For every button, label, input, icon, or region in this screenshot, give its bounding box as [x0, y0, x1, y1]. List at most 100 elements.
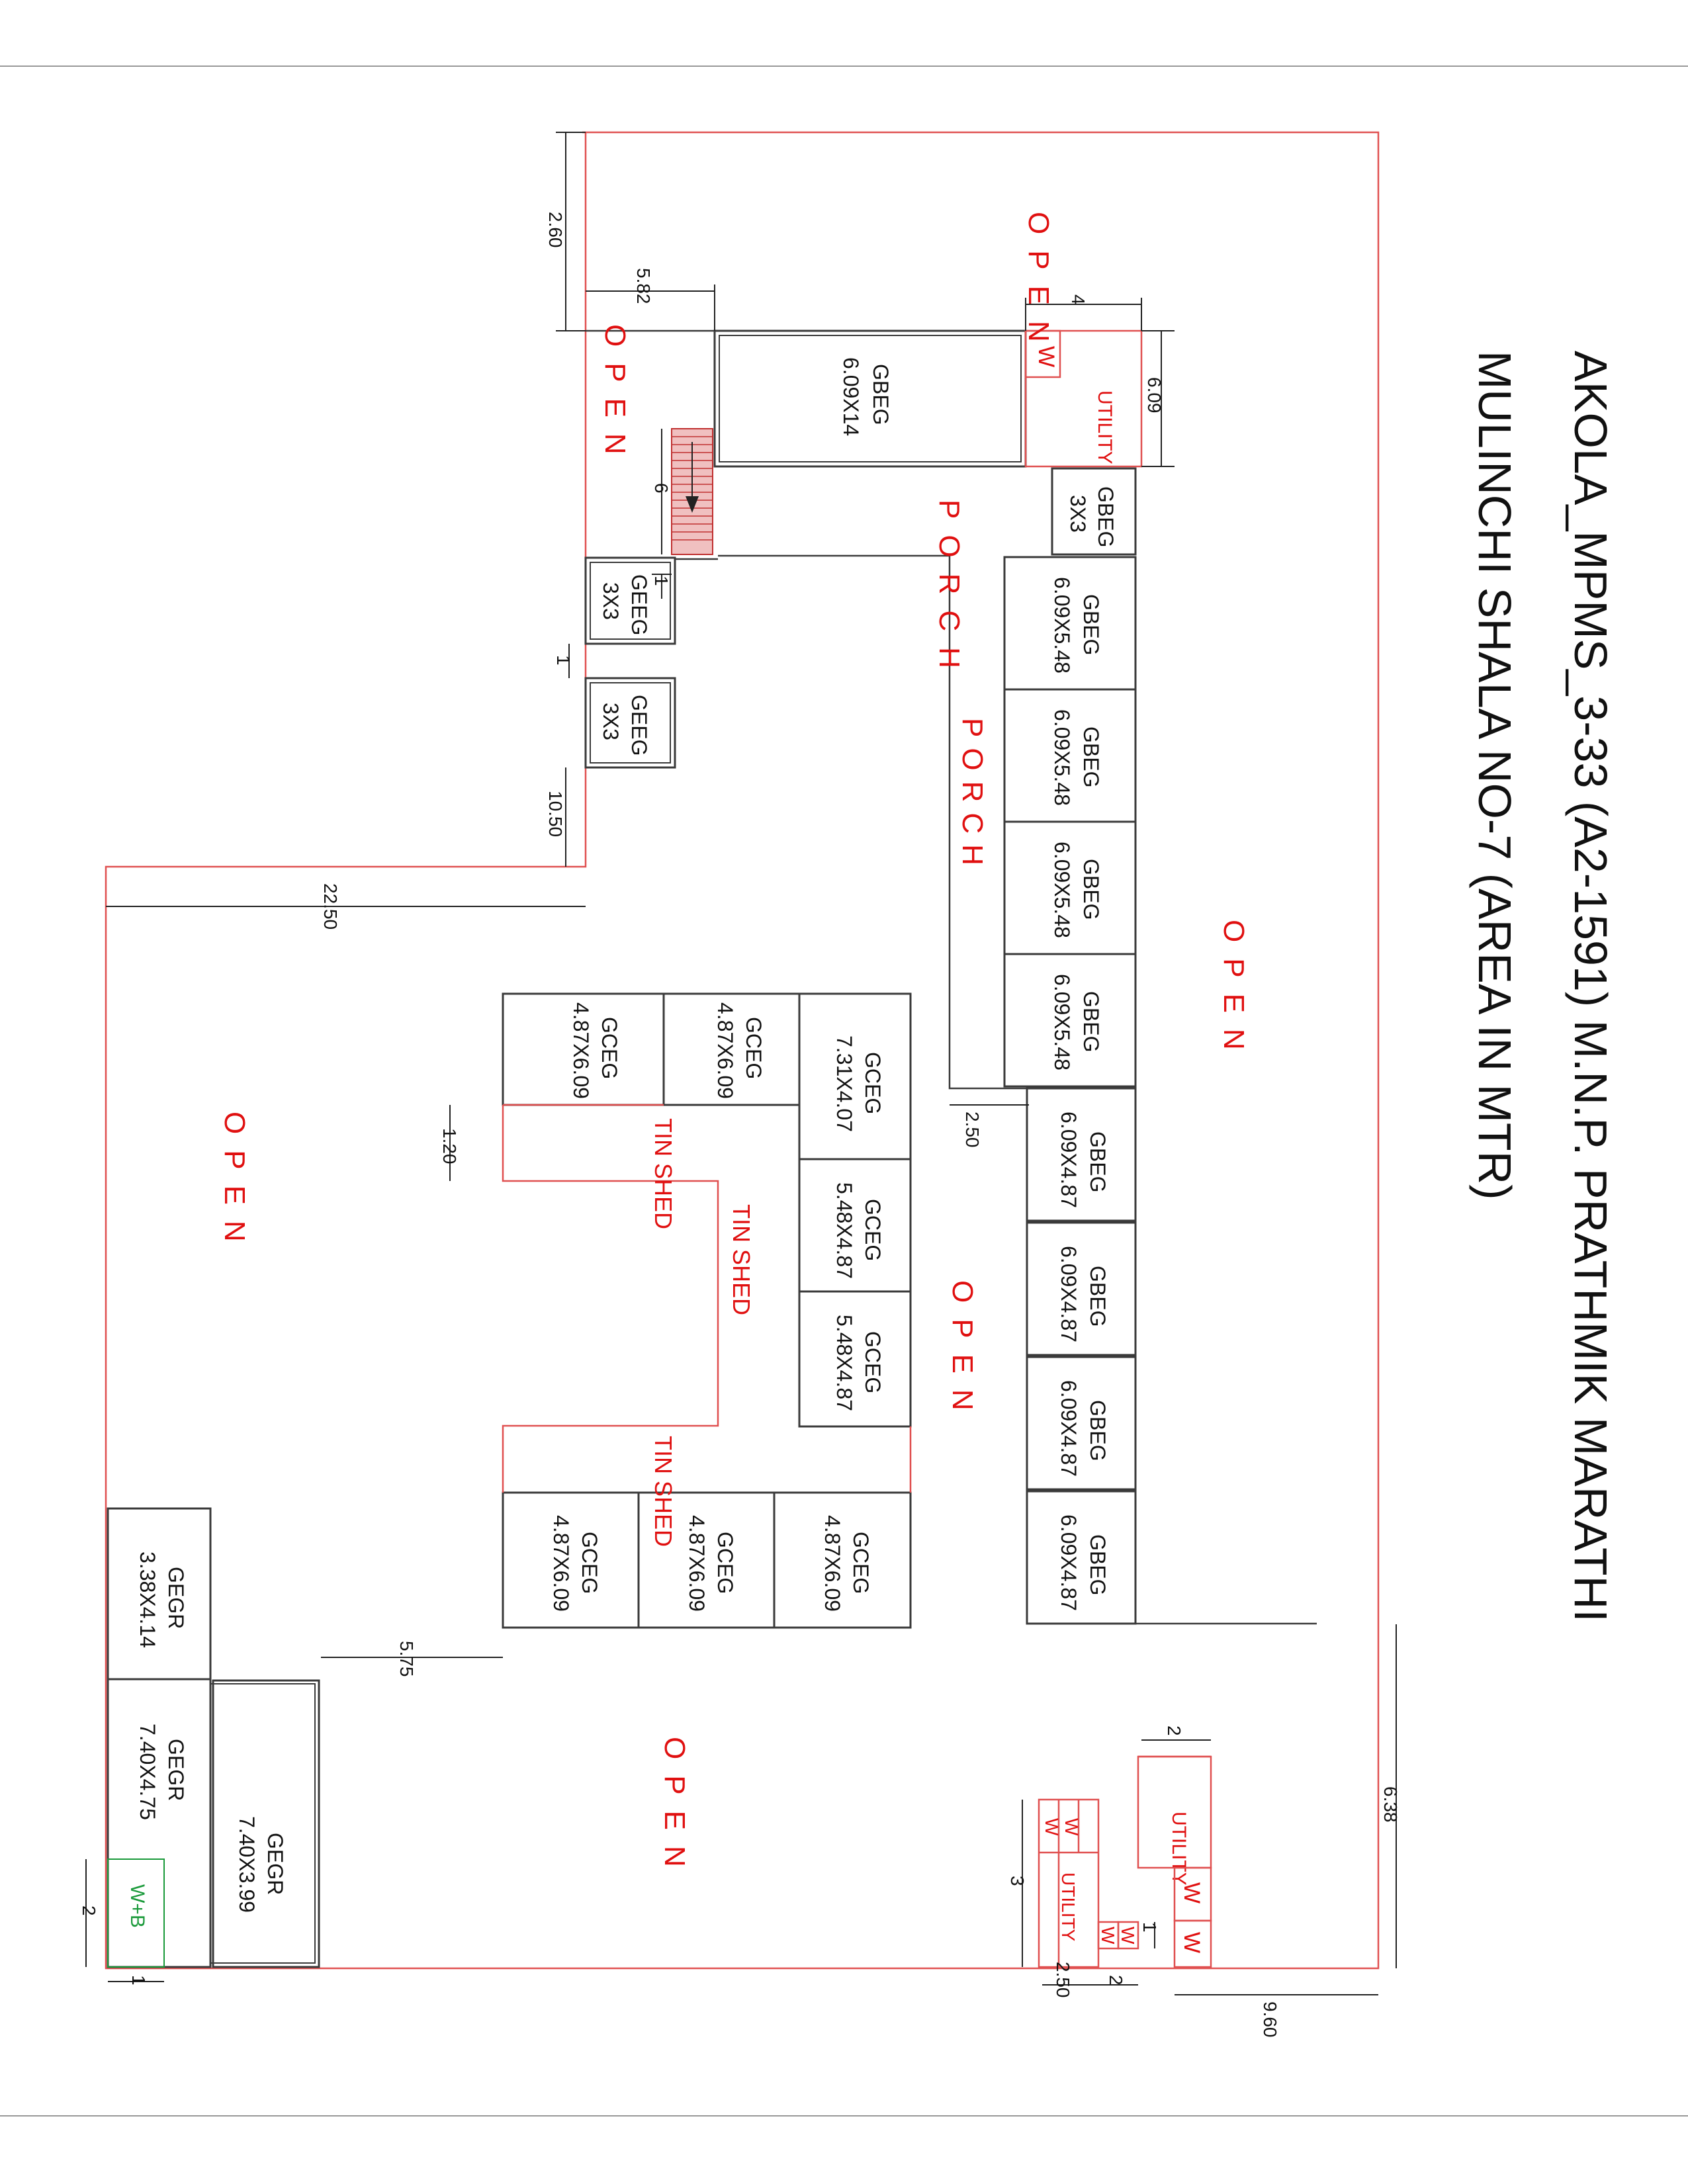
room-gbeg-548-1-size: 6.09X5.48: [1050, 577, 1074, 674]
dim-10-50: 10.50: [545, 791, 566, 837]
dimension-lines: 2.60 5.82 4 6.09 6 1 1 10.50 22.50 2.50 …: [79, 132, 1401, 2038]
room-gceg-f-code: GCEG: [578, 1532, 601, 1594]
room-gbeg-548-2: [1003, 688, 1137, 823]
room-gceg-g-size: 4.87X6.09: [685, 1515, 709, 1612]
dim-2-b: 2: [1106, 1975, 1126, 1986]
dim-1-a: 1: [651, 576, 672, 586]
room-gegr-c: [212, 1679, 320, 1968]
room-gbeg-548-4: [1003, 953, 1137, 1088]
room-gegr-c-inner: [210, 1683, 316, 1964]
porch-boundary-inner: [718, 554, 1029, 1090]
w-top-label: W: [1034, 346, 1059, 367]
utility-top-box: [1024, 329, 1143, 468]
dim-3: 3: [1007, 1876, 1028, 1886]
w-small2-box: [1117, 1921, 1139, 1950]
room-geeg-2-inner: [590, 682, 671, 764]
room-gbeg-487-3-code: GBEG: [1086, 1400, 1110, 1461]
tin-shed-outline: [502, 1105, 719, 1493]
room-gceg-g-code: GCEG: [713, 1532, 737, 1594]
w-small1-label: W: [1098, 1927, 1118, 1944]
room-gceg-b-code: GCEG: [742, 1017, 766, 1079]
room-gbeg-548-4-code: GBEG: [1079, 991, 1103, 1052]
room-gegr-a: [107, 1507, 212, 1681]
room-gbeg-487-2: [1026, 1221, 1137, 1356]
w-right1-label: W: [1179, 1882, 1204, 1903]
w-small2-label: W: [1118, 1927, 1138, 1944]
dim-1-d: 1: [128, 1975, 149, 1986]
tin-shed-label-bottom: TIN SHED: [650, 1436, 677, 1547]
utility-right-label: UTILITY: [1168, 1812, 1190, 1886]
room-geeg-1-code: GEEG: [627, 574, 651, 635]
dim-2-a: 2: [1164, 1725, 1184, 1736]
w-bottom2-label: W: [1061, 1818, 1082, 1836]
room-gceg-e-code: GCEG: [861, 1331, 885, 1393]
room-gegr-c-size: 7.40X3.99: [235, 1816, 259, 1913]
porch-label-top: PORCH: [933, 500, 965, 684]
gceg-block: GCEG 4.87X6.09 GCEG 4.87X6.09 GCEG 7.31X…: [502, 992, 912, 1629]
room-gceg-d-code: GCEG: [861, 1199, 885, 1261]
room-gbeg-548-3-code: GBEG: [1079, 859, 1103, 920]
dim-5-82: 5.82: [633, 268, 654, 304]
dim-2-50-b: 2.50: [1053, 1962, 1073, 1998]
room-gceg-e-size: 5.48X4.87: [832, 1315, 856, 1411]
open-label-left: OPEN: [218, 1112, 251, 1258]
plot-boundary: [105, 131, 1380, 1970]
room-gceg-a: [502, 992, 665, 1106]
dim-1-20: 1.20: [439, 1128, 460, 1164]
room-gceg-c-size: 7.31X4.07: [832, 1035, 856, 1132]
room-gceg-c-code: GCEG: [861, 1052, 885, 1114]
dim-2-60: 2.60: [545, 212, 566, 248]
dim-22-50: 22.50: [320, 883, 341, 930]
dim-2-c: 2: [79, 1905, 99, 1916]
open-label-top: OPEN: [1022, 212, 1055, 358]
room-gbeg-main-code: GBEG: [869, 364, 893, 425]
room-geeg-1-size: 3X3: [599, 582, 623, 620]
room-gbeg-487-1-code: GBEG: [1086, 1131, 1110, 1192]
room-gceg-e: [798, 1290, 912, 1428]
room-gceg-h: [773, 1491, 912, 1629]
wb-label: W+B: [126, 1884, 148, 1928]
room-geeg-1-inner: [590, 562, 671, 640]
room-gegr-a-code: GEGR: [164, 1567, 188, 1629]
room-gegr-b: [107, 1678, 212, 1968]
room-gegr-a-size: 3.38X4.14: [136, 1551, 159, 1648]
plan-title-line1: AKOLA_MPMS_3-33 (A2-1591) M.N.P. PRATHMI…: [1565, 351, 1617, 1622]
room-gbeg-487-4-code: GBEG: [1086, 1534, 1110, 1595]
room-gbeg-548-4-size: 6.09X5.48: [1050, 974, 1074, 1070]
tin-shed-label-top: TIN SHED: [650, 1118, 677, 1229]
dim-6-38: 6.38: [1380, 1786, 1401, 1823]
room-gbeg-487-1: [1026, 1087, 1137, 1222]
room-gbeg-3x3-code: GBEG: [1094, 486, 1118, 547]
room-gceg-f-size: 4.87X6.09: [549, 1515, 573, 1612]
room-geeg-1: [584, 556, 676, 645]
dim-6-09: 6.09: [1144, 377, 1165, 414]
dim-2-50: 2.50: [962, 1112, 983, 1148]
room-gegr-b-size: 7.40X4.75: [136, 1724, 159, 1820]
room-gbeg-487-4-size: 6.09X4.87: [1057, 1514, 1081, 1611]
room-gceg-a-code: GCEG: [598, 1017, 621, 1079]
room-gbeg-548-2-code: GBEG: [1079, 726, 1103, 787]
stair-arrow-head: [686, 496, 699, 513]
tin-shed-label-mid: TIN SHED: [728, 1204, 755, 1315]
room-gceg-g: [637, 1491, 776, 1629]
room-gbeg-487-4: [1026, 1490, 1137, 1625]
plan-title-line2: MULINCHI SHALA NO-7 (AREA IN MTR): [1469, 351, 1521, 1200]
w-top-box: [1024, 329, 1061, 378]
room-gegr-b-code: GEGR: [164, 1739, 188, 1801]
utility-bottom-label: UTILITY: [1058, 1872, 1079, 1942]
utility-cluster-right: UTILITY W W W W W W UTILITY: [1038, 1755, 1212, 1968]
wb-box: [107, 1858, 165, 1968]
open-label-bottom: OPEN: [658, 1737, 691, 1883]
utility-top-label: UTILITY: [1094, 390, 1116, 464]
w-right2-label: W: [1179, 1932, 1204, 1953]
room-gceg-h-code: GCEG: [849, 1532, 873, 1594]
room-gbeg-main-size: 6.09X14: [839, 357, 863, 436]
open-label-left-top: OPEN: [599, 324, 631, 470]
room-geeg-2: [584, 677, 676, 769]
room-gbeg-3x3: [1051, 467, 1137, 556]
room-gbeg-548-3-size: 6.09X5.48: [1050, 842, 1074, 938]
room-gbeg-487-2-code: GBEG: [1086, 1266, 1110, 1327]
room-gceg-c: [798, 992, 912, 1160]
dim-9-60: 9.60: [1260, 2001, 1280, 2038]
